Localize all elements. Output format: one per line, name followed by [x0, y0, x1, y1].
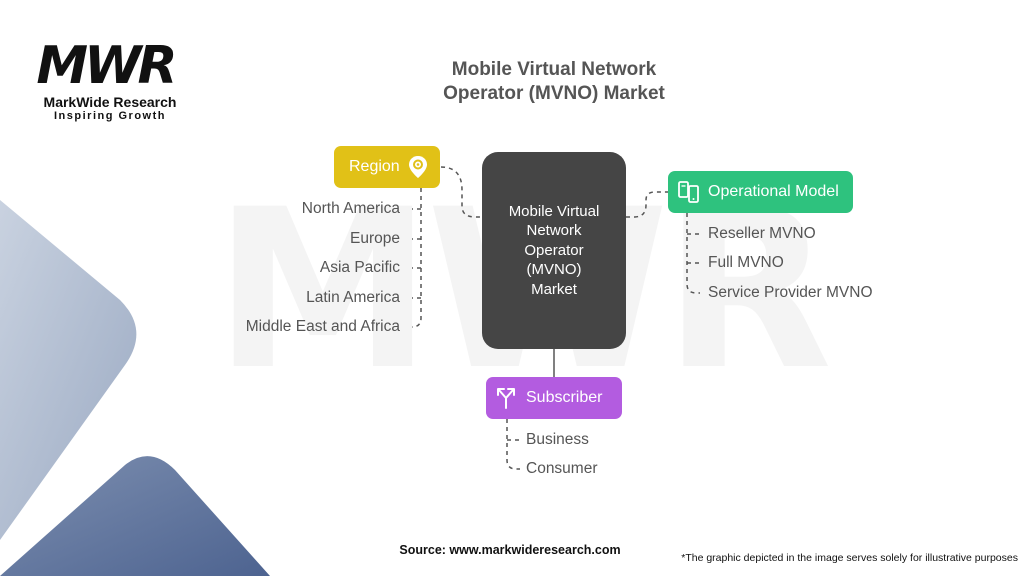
center-topic-box: Mobile Virtual Network Operator (MVNO) M… — [482, 152, 626, 349]
logo-name: MarkWide Research — [43, 94, 177, 110]
connector-sub-tree — [506, 419, 520, 470]
category-subscriber: Subscriber — [486, 377, 622, 419]
logo-mark: MWR — [36, 36, 177, 96]
title-line-2: Operator (MVNO) Market — [443, 83, 665, 104]
split-arrows-icon — [497, 388, 515, 409]
location-gear-icon — [408, 156, 427, 178]
page-title: Mobile Virtual Network Operator (MVNO) M… — [404, 58, 704, 106]
category-operational-model-label: Operational Model — [708, 183, 839, 200]
category-region-label: Region — [349, 158, 400, 175]
list-item-region-2: Europe — [350, 230, 400, 247]
category-region: Region — [334, 146, 440, 188]
connector-region — [440, 166, 482, 218]
center-topic-label: Mobile Virtual Network Operator (MVNO) M… — [508, 202, 600, 298]
list-item-region-1: North America — [301, 200, 400, 217]
list-item-op-2: Full MVNO — [708, 254, 784, 271]
category-subscriber-label: Subscriber — [526, 389, 603, 406]
devices-icon — [678, 181, 699, 203]
list-item-sub-1: Business — [526, 431, 589, 448]
list-item-region-5: Middle East and Africa — [245, 318, 400, 335]
list-item-op-1: Reseller MVNO — [708, 225, 816, 242]
logo-tagline: Inspiring Growth — [54, 110, 166, 122]
category-operational-model: Operational Model — [668, 171, 853, 213]
list-item-sub-2: Consumer — [526, 460, 598, 477]
connector-region-tree — [411, 188, 422, 328]
connector-op — [626, 191, 668, 218]
list-item-region-4: Latin America — [306, 289, 400, 306]
list-item-region-3: Asia Pacific — [319, 259, 400, 276]
brand-logo: MWR MarkWide Research Inspiring Growth — [30, 40, 195, 122]
connector-op-tree — [686, 213, 700, 294]
source-text: Source: www.markwideresearch.com — [399, 543, 621, 557]
list-item-op-3: Service Provider MVNO — [708, 284, 873, 301]
title-line-1: Mobile Virtual Network — [451, 59, 657, 80]
disclaimer-text: *The graphic depicted in the image serve… — [681, 552, 1018, 564]
